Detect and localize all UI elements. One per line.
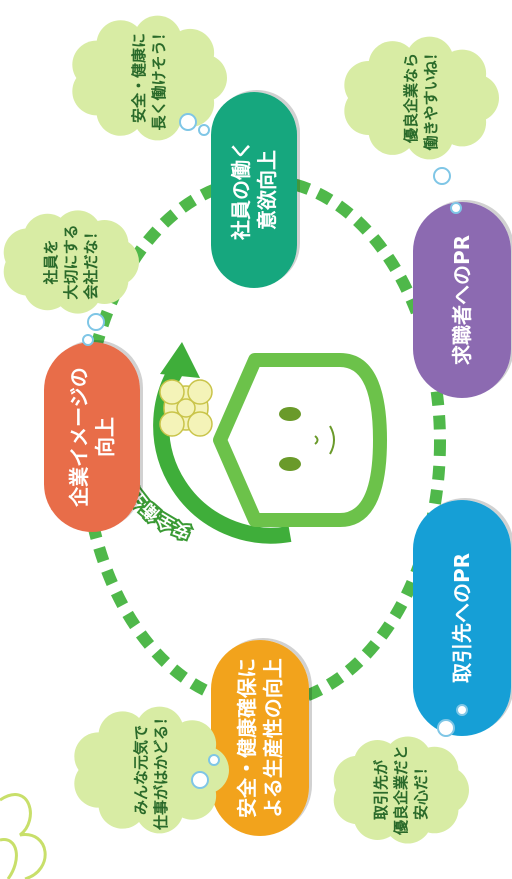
benefit-pill-label: 意欲向上 bbox=[255, 150, 279, 230]
benefit-pill-label: 求職者へのPR bbox=[450, 235, 474, 365]
speech-cloud-text: 安全・健康に bbox=[130, 33, 148, 123]
benefit-pill-corporate-image: 企業イメージの向上 bbox=[44, 342, 140, 532]
benefit-pill-label: よる生産性の向上 bbox=[261, 658, 285, 817]
speech-cloud-text: 仕事がはかどる！ bbox=[152, 710, 170, 831]
speech-cloud-text: 優良企業なら bbox=[402, 53, 420, 144]
speech-cloud-text: 優良企業だと bbox=[392, 745, 410, 836]
speech-cloud-text: みんな元気で bbox=[132, 725, 150, 815]
speech-cloud-easy-to-work: 優良企業なら働きやすいね！ bbox=[344, 36, 499, 214]
benefit-pill-label: 取引先へのPR bbox=[450, 553, 474, 683]
benefit-pill-pr-to-job-seekers: 求職者へのPR bbox=[413, 202, 511, 398]
speech-cloud-text: 安心だ！ bbox=[412, 760, 430, 820]
benefit-pill-label: 向上 bbox=[93, 417, 117, 457]
logo-mascot-icon bbox=[213, 353, 387, 527]
speech-cloud-text: 取引先が bbox=[372, 759, 390, 820]
flower-icon bbox=[159, 379, 213, 437]
speech-cloud-text: 会社だな！ bbox=[82, 224, 100, 299]
benefit-pill-label: 社員の働く bbox=[229, 140, 253, 241]
benefit-pill-label: 安全・健康確保に bbox=[235, 658, 259, 818]
speech-cloud-work-long: 安全・健康に長く働けそう！ bbox=[72, 15, 227, 141]
benefit-pill-employee-motivation: 社員の働く意欲向上 bbox=[211, 92, 297, 288]
speech-cloud-text: 働きやすいね！ bbox=[422, 45, 440, 151]
benefit-pill-pr-to-business-partners: 取引先へのPR bbox=[413, 500, 511, 736]
speech-cloud-text: 大切にする bbox=[62, 224, 80, 299]
benefit-pill-label: 企業イメージの bbox=[67, 367, 91, 508]
decorative-clover-corner bbox=[0, 793, 47, 879]
speech-cloud-work-progress: みんな元気で仕事がはかどる！ bbox=[74, 706, 229, 834]
speech-cloud-partner-relief: 取引先が優良企業だと安心だ！ bbox=[333, 704, 469, 844]
speech-cloud-employee-valued: 社員を大切にする会社だな！ bbox=[3, 210, 139, 346]
speech-cloud-text: 社員を bbox=[42, 239, 60, 285]
speech-cloud-text: 長く働けそう！ bbox=[150, 25, 168, 130]
benefit-pill-productivity: 安全・健康確保による生産性の向上 bbox=[211, 640, 309, 836]
